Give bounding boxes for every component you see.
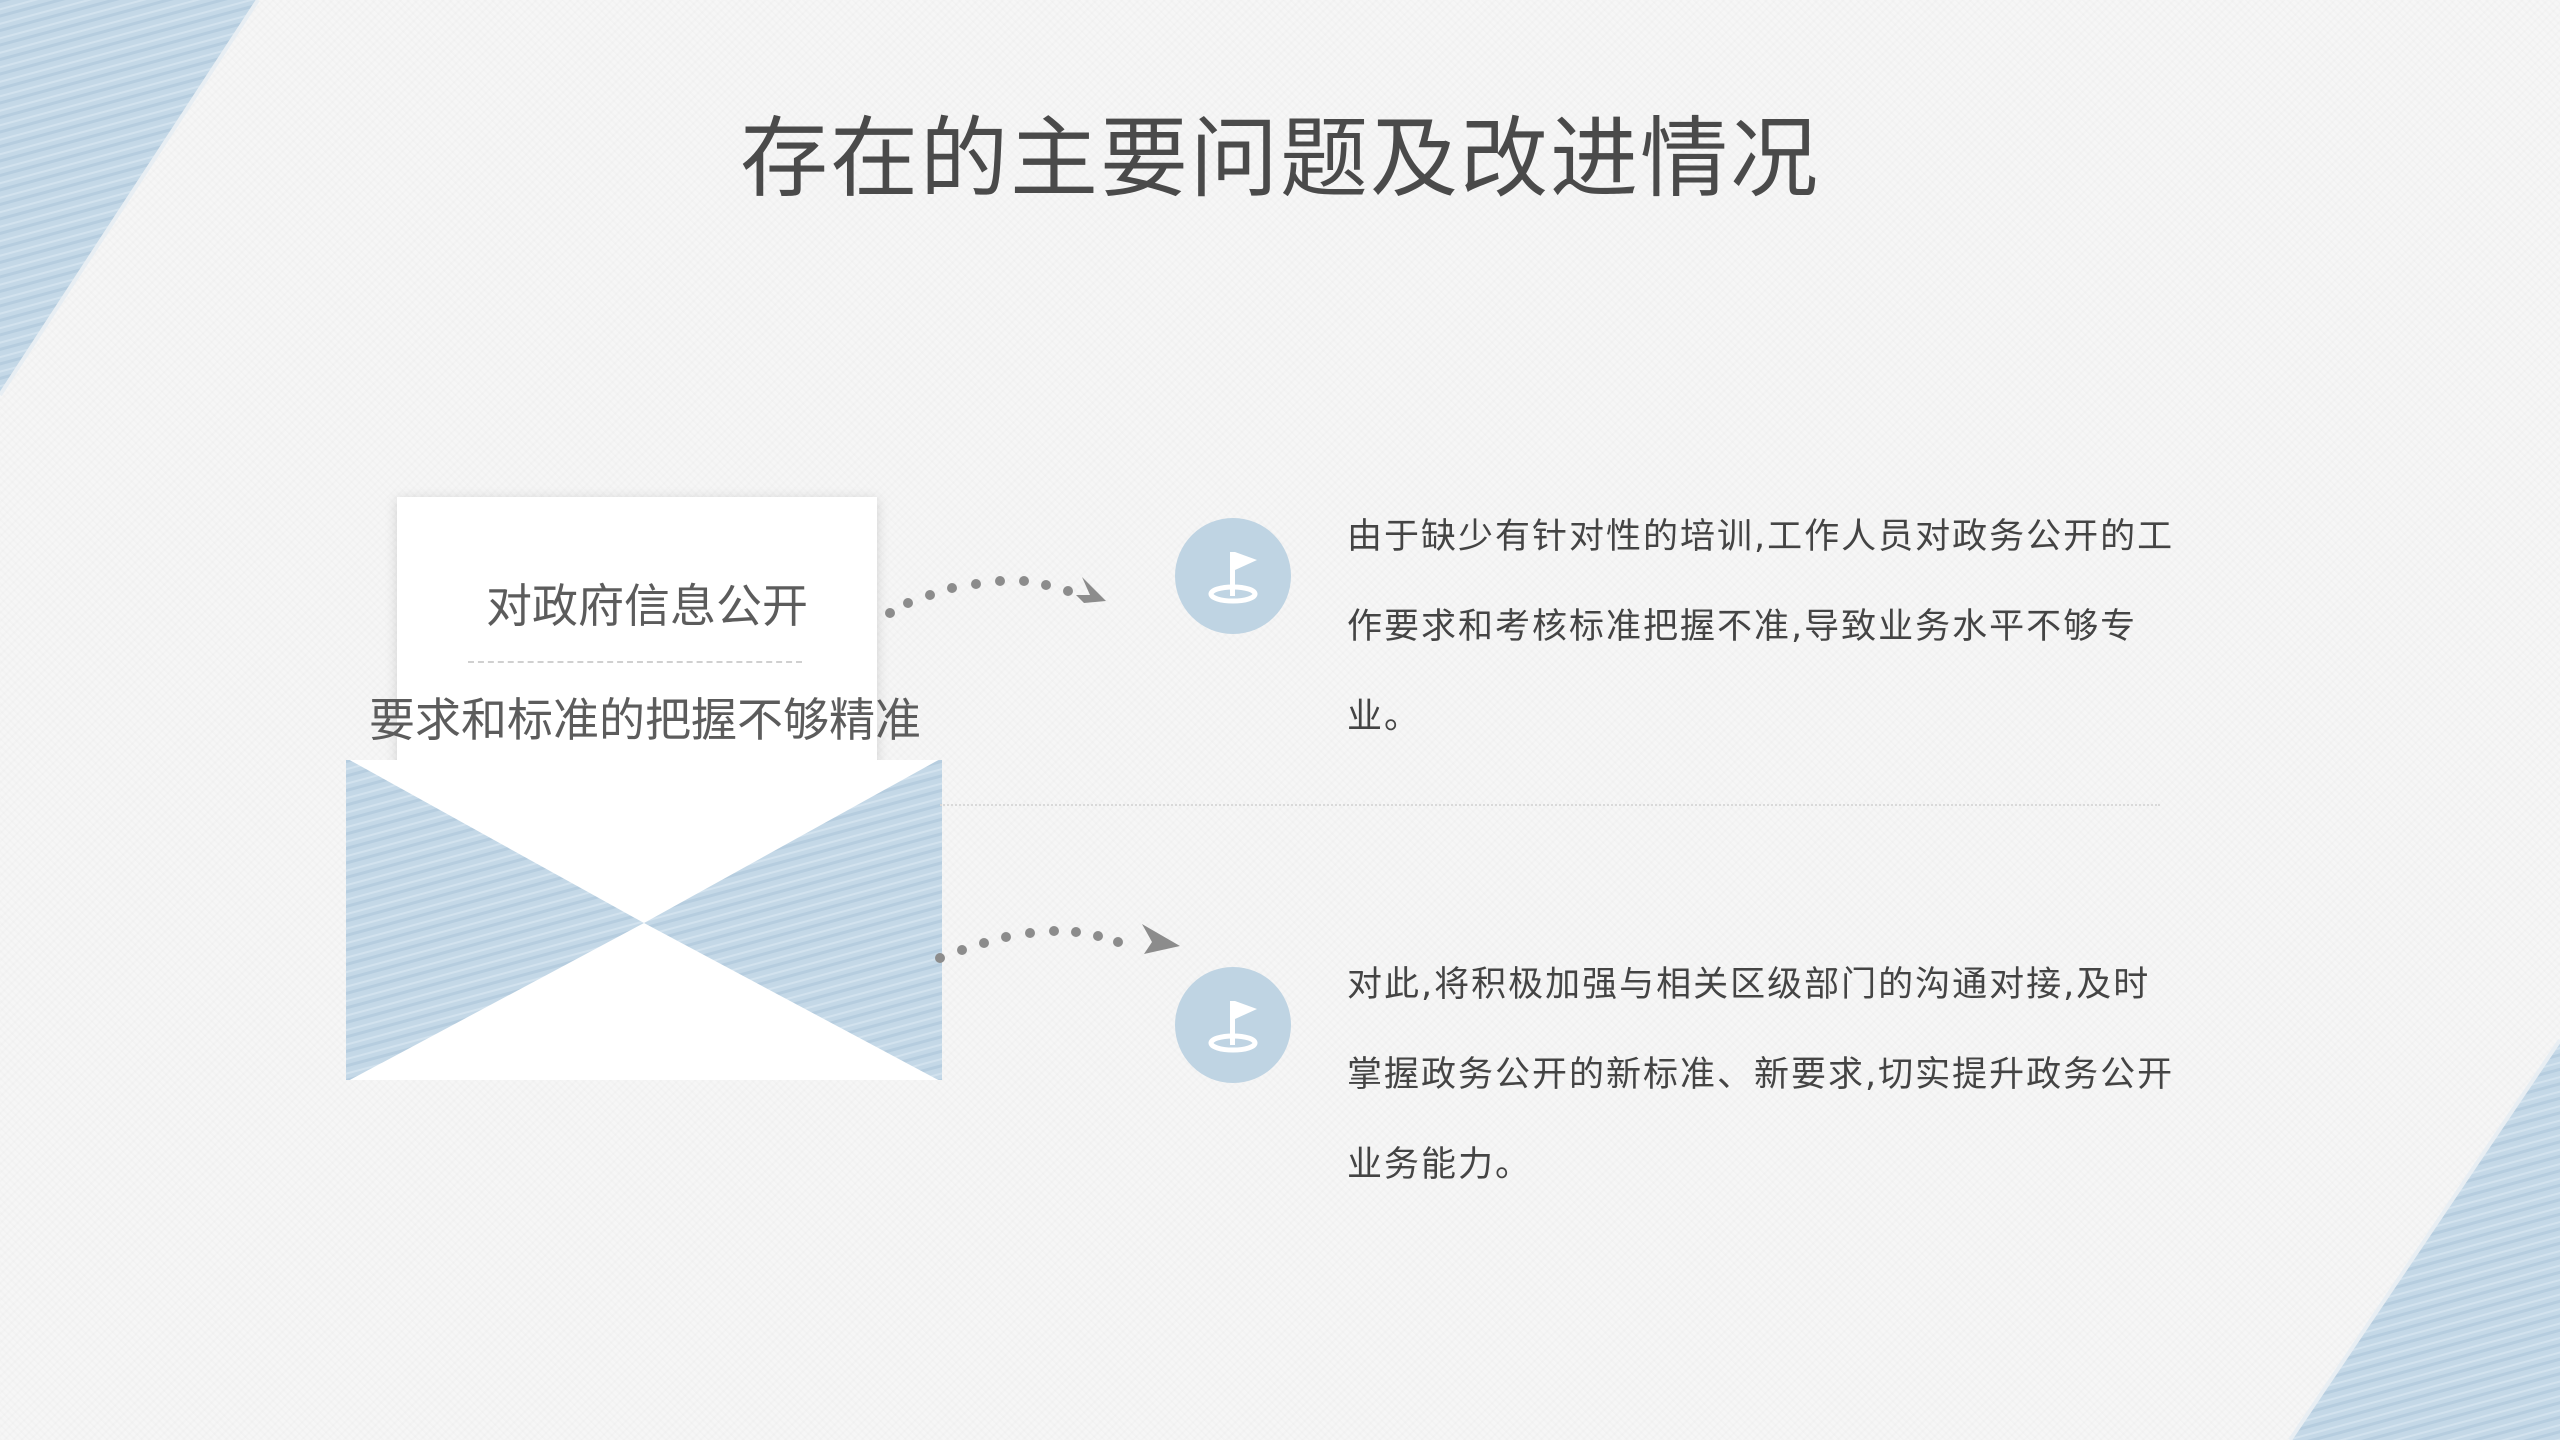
flag-icon xyxy=(1175,518,1291,634)
envelope-left-flap xyxy=(346,760,644,1080)
envelope-right-flap xyxy=(644,760,942,1080)
item-text-1: 由于缺少有针对性的培训,工作人员对政务公开的工作要求和考核标准把握不准,导致业务… xyxy=(1347,517,2175,737)
dotted-arrow-1 xyxy=(885,576,1106,618)
card-heading-line2: 要求和标准的把握不够精准 xyxy=(369,693,921,747)
item-text-2: 对此,将积极加强与相关区级部门的沟通对接,及时掌握政务公开的新标准、新要求,切实… xyxy=(1347,965,2175,1185)
slide-title: 存在的主要问题及改进情况 xyxy=(739,107,1820,210)
dotted-arrow-2 xyxy=(935,924,1180,963)
flag-icon xyxy=(1175,967,1291,1083)
envelope-graphic xyxy=(346,760,942,1080)
card-divider xyxy=(468,661,802,663)
row-divider xyxy=(940,804,2160,806)
card-heading-line1: 对政府信息公开 xyxy=(486,579,808,633)
